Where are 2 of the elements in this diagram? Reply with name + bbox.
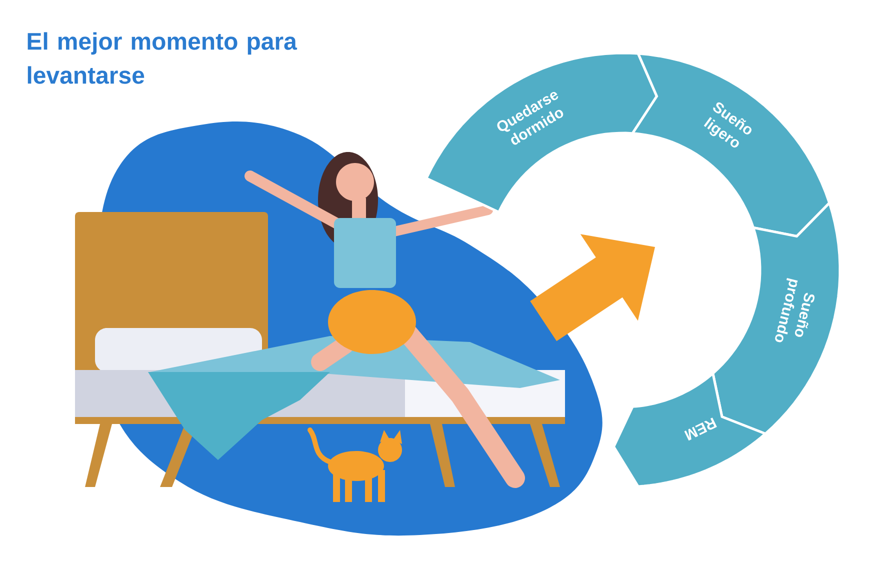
title: El mejor momento para levantarse (28, 32, 298, 84)
node-label: Sueño profundo (775, 278, 814, 342)
